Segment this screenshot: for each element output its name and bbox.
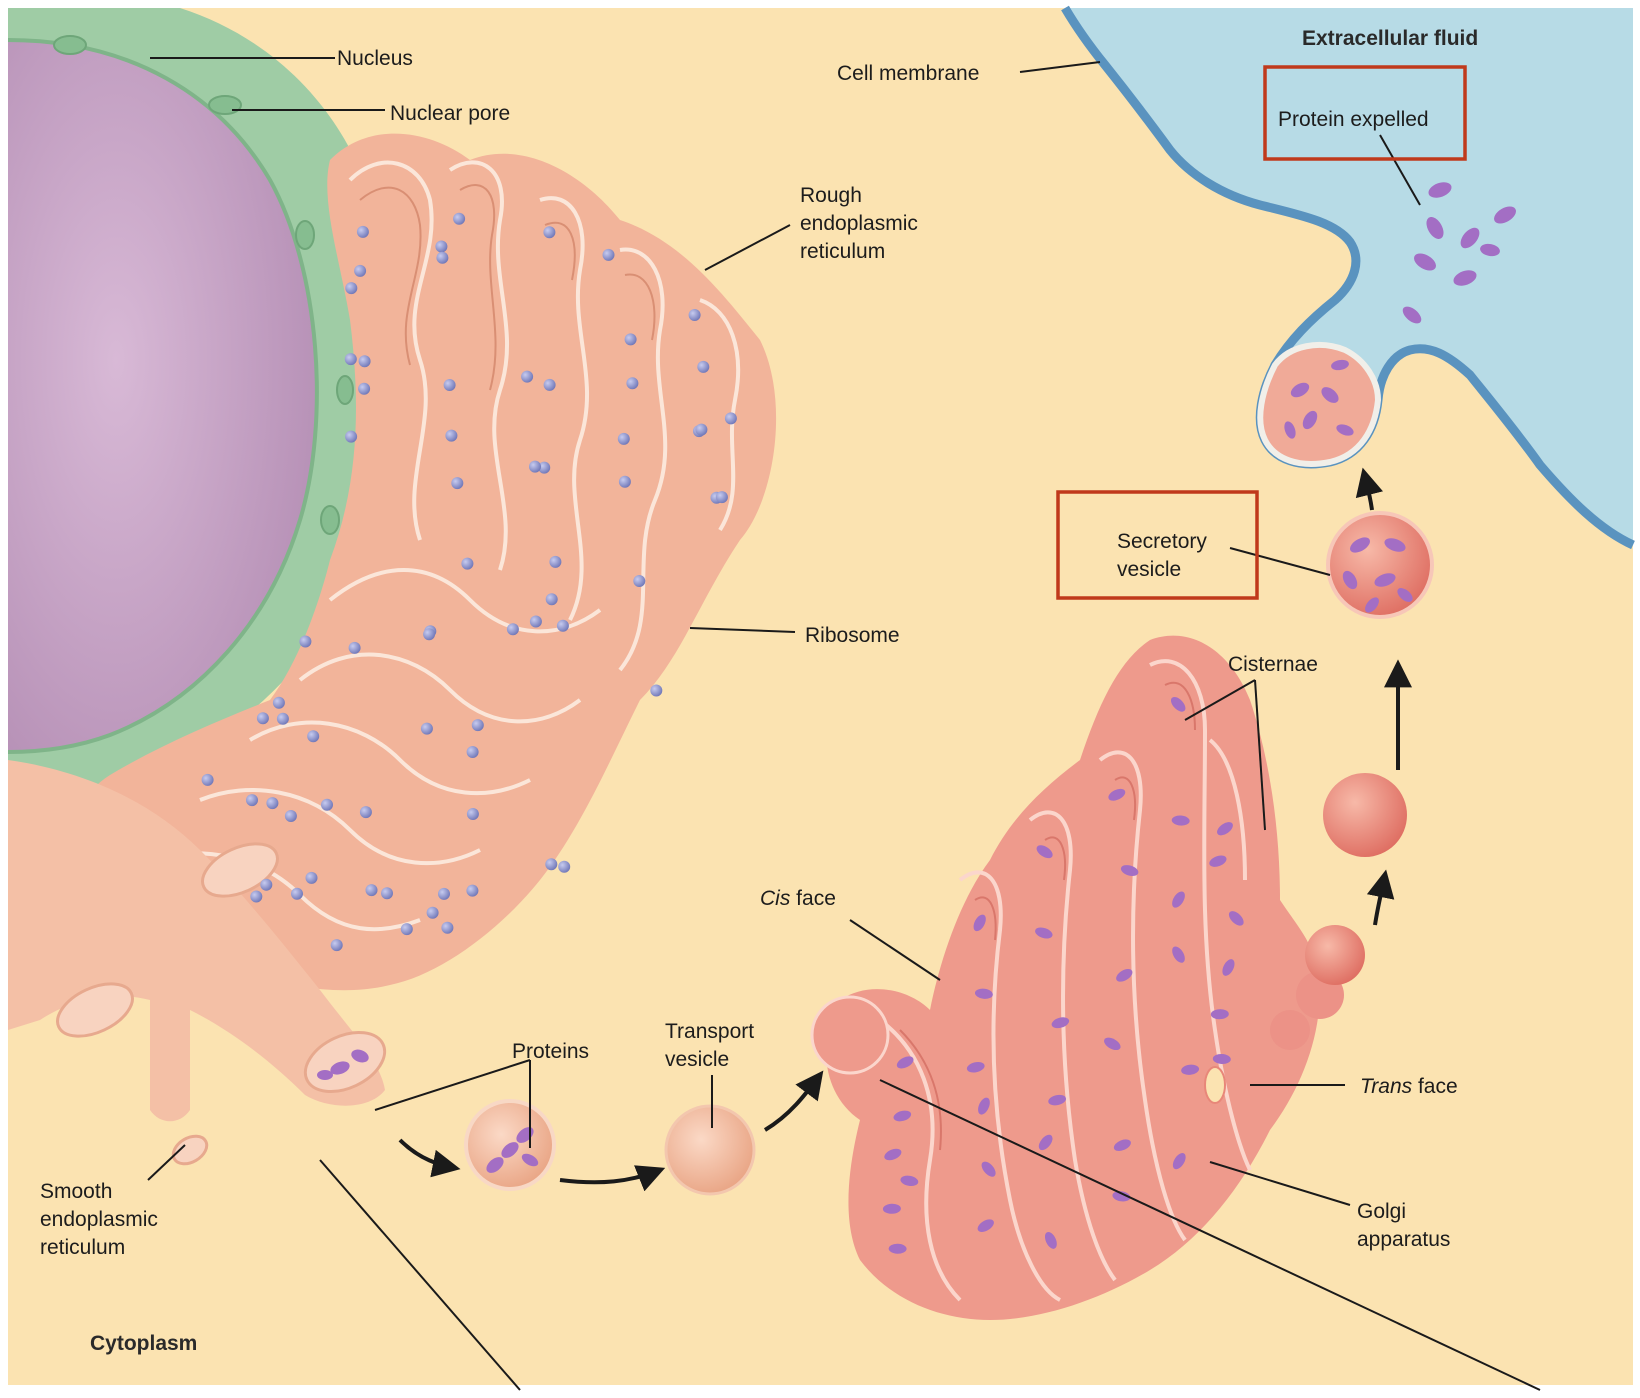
label-golgi-line2: apparatus — [1357, 1228, 1450, 1251]
ribosome-dot — [558, 861, 570, 873]
secretory-vesicle — [1328, 513, 1432, 617]
label-secretory-vesicle-line2: vesicle — [1117, 558, 1181, 581]
ribosome-dot — [359, 355, 371, 367]
ribosome-dot — [633, 575, 645, 587]
label-smooth-er-line1: Smooth — [40, 1180, 112, 1203]
ribosome-dot — [366, 884, 378, 896]
ribosome-dot — [466, 885, 478, 897]
label-proteins: Proteins — [512, 1040, 589, 1063]
transport-vesicle — [666, 1106, 754, 1194]
ribosome-dot — [467, 808, 479, 820]
label-rough-er-line2: endoplasmic — [800, 212, 918, 235]
ribosome-dot — [435, 241, 447, 253]
ribosome-dot — [546, 593, 558, 605]
label-transport-vesicle-line1: Transport — [665, 1020, 754, 1043]
ribosome-dot — [530, 616, 542, 628]
ribosome-dot — [521, 371, 533, 383]
ribosome-dot — [451, 477, 463, 489]
ribosome-dot — [472, 719, 484, 731]
label-cis-face: Cis face — [760, 887, 836, 910]
ribosome-dot — [277, 713, 289, 725]
ribosome-dot — [461, 558, 473, 570]
label-extracellular-fluid: Extracellular fluid — [1302, 27, 1478, 50]
ribosome-dot — [438, 888, 450, 900]
ribosome-dot — [625, 333, 637, 345]
ribosome-dot — [273, 697, 285, 709]
ribosome-dot — [626, 377, 638, 389]
ribosome-dot — [421, 723, 433, 735]
ribosome-dot — [453, 213, 465, 225]
ribosome-dot — [357, 226, 369, 238]
label-protein-expelled: Protein expelled — [1278, 108, 1429, 131]
ribosome-dot — [467, 746, 479, 758]
ribosome-dot — [349, 642, 361, 654]
ribosome-dot — [689, 309, 701, 321]
ribosome-dot — [299, 636, 311, 648]
ribosome-dot — [549, 556, 561, 568]
ribosome-dot — [306, 872, 318, 884]
ribosome-dot — [307, 730, 319, 742]
ribosome-dot — [507, 623, 519, 635]
ribosome-dot — [543, 226, 555, 238]
ribosome-dot — [695, 424, 707, 436]
ribosome-dot — [257, 712, 269, 724]
ribosome-dot — [529, 461, 541, 473]
ribosome-dot — [291, 888, 303, 900]
ribosome-dot — [345, 353, 357, 365]
ribosome-dot — [401, 923, 413, 935]
ribosome-dot — [618, 433, 630, 445]
ribosome-dot — [260, 879, 272, 891]
er-vesicle — [466, 1101, 554, 1189]
label-rough-er-line1: Rough — [800, 184, 862, 207]
ribosome-dot — [619, 476, 631, 488]
ribosome-dot — [544, 379, 556, 391]
ribosome-dot — [545, 858, 557, 870]
ribosome-dot — [345, 282, 357, 294]
ribosome-dot — [246, 794, 258, 806]
label-nucleus: Nucleus — [337, 47, 413, 70]
golgi-vesicle-large — [1323, 773, 1407, 857]
ribosome-dot — [354, 265, 366, 277]
label-rough-er-line3: reticulum — [800, 240, 885, 263]
ribosome-dot — [321, 799, 333, 811]
ribosome-dot — [331, 939, 343, 951]
ribosome-dot — [285, 810, 297, 822]
ribosome-dot — [381, 887, 393, 899]
ribosome-dot — [725, 412, 737, 424]
label-ribosome: Ribosome — [805, 624, 900, 647]
ribosome-dot — [202, 774, 214, 786]
ribosome-dot — [650, 685, 662, 697]
label-smooth-er-line3: reticulum — [40, 1236, 125, 1259]
ribosome-dot — [441, 922, 453, 934]
label-transport-vesicle-line2: vesicle — [665, 1048, 729, 1071]
ribosome-dot — [358, 383, 370, 395]
ribosome-dot — [444, 379, 456, 391]
ribosome-dot — [345, 431, 357, 443]
ribosome-dot — [716, 491, 728, 503]
label-nuclear-pore: Nuclear pore — [390, 102, 510, 125]
label-secretory-vesicle-line1: Secretory — [1117, 530, 1207, 553]
ribosome-dot — [360, 806, 372, 818]
label-cisternae: Cisternae — [1228, 653, 1318, 676]
ribosome-dot — [250, 891, 262, 903]
ribosome-dot — [427, 907, 439, 919]
label-cytoplasm: Cytoplasm — [90, 1332, 197, 1355]
ribosome-dot — [603, 249, 615, 261]
ribosome-dot — [697, 361, 709, 373]
ribosome-dot — [436, 252, 448, 264]
exocytosis-vesicle — [1260, 345, 1378, 464]
ribosome-dot — [423, 628, 435, 640]
ribosome-dot — [557, 620, 569, 632]
label-golgi-line1: Golgi — [1357, 1200, 1406, 1223]
ribosome-dot — [445, 430, 457, 442]
label-cell-membrane: Cell membrane — [837, 62, 979, 85]
ribosome-dot — [266, 797, 278, 809]
label-smooth-er-line2: endoplasmic — [40, 1208, 158, 1231]
label-trans-face: Trans face — [1360, 1075, 1458, 1098]
